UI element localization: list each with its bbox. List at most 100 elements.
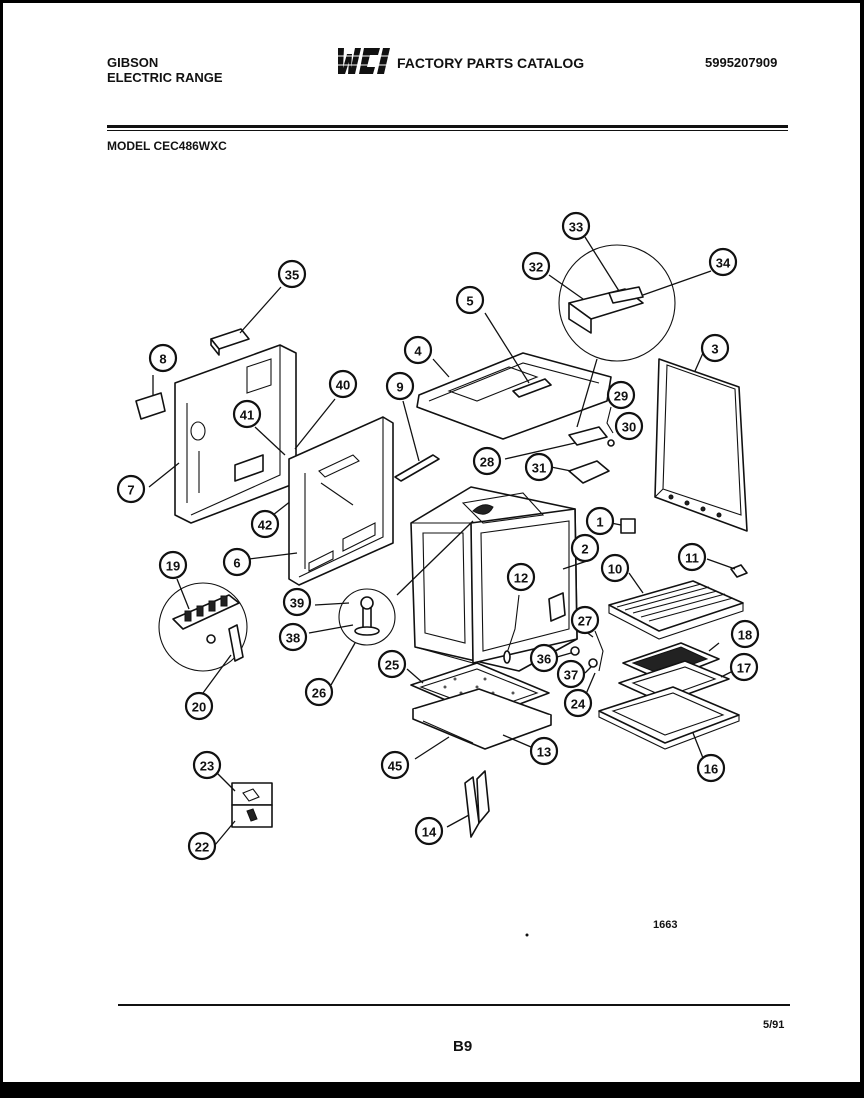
exploded-parts-diagram: 3332343553844092941307283142162111019123… bbox=[116, 211, 760, 937]
callout-label: 11 bbox=[685, 551, 699, 566]
drawing-number: 1663 bbox=[653, 919, 678, 931]
part-30-screw bbox=[607, 439, 615, 447]
callout-label: 25 bbox=[385, 658, 399, 673]
callout-label: 12 bbox=[514, 571, 528, 586]
callout-38: 38 bbox=[278, 622, 308, 652]
callout-label: 24 bbox=[571, 697, 586, 712]
callout-36: 36 bbox=[529, 643, 559, 673]
callout-label: 1 bbox=[596, 515, 603, 530]
callout-circle bbox=[187, 831, 217, 861]
callout-label: 8 bbox=[159, 352, 166, 367]
callout-circle bbox=[282, 587, 312, 617]
callout-37: 37 bbox=[556, 659, 586, 689]
callout-label: 7 bbox=[127, 483, 134, 498]
callout-20: 20 bbox=[184, 691, 214, 721]
callout-circle bbox=[506, 562, 536, 592]
callout-24: 24 bbox=[563, 688, 593, 718]
callout-42: 42 bbox=[250, 509, 280, 539]
callout-circle bbox=[414, 816, 444, 846]
callout-label: 45 bbox=[388, 759, 402, 774]
callout-circle bbox=[696, 753, 726, 783]
callout-label: 2 bbox=[581, 542, 588, 557]
callout-32: 32 bbox=[521, 251, 551, 281]
callout-label: 18 bbox=[738, 628, 752, 643]
part-14-bracket bbox=[446, 770, 490, 838]
callout-29: 29 bbox=[606, 380, 636, 410]
callout-circle bbox=[377, 649, 407, 679]
callout-circle bbox=[380, 750, 410, 780]
callout-circle bbox=[570, 605, 600, 635]
callout-circle bbox=[277, 259, 307, 289]
part-4-cooktop bbox=[416, 352, 612, 440]
callout-circle bbox=[250, 509, 280, 539]
callout-label: 38 bbox=[286, 631, 300, 646]
callout-circle bbox=[148, 343, 178, 373]
callout-label: 39 bbox=[290, 596, 304, 611]
header-rule-thin bbox=[107, 130, 788, 131]
callout-circle bbox=[304, 677, 334, 707]
callout-4: 4 bbox=[403, 335, 433, 365]
callout-label: 34 bbox=[716, 256, 731, 271]
callout-3: 3 bbox=[700, 333, 730, 363]
callout-label: 23 bbox=[200, 759, 214, 774]
callout-circle bbox=[521, 251, 551, 281]
detail-inset-element-terminal bbox=[308, 520, 474, 686]
callout-circle bbox=[158, 550, 188, 580]
callout-circle bbox=[524, 452, 554, 482]
callout-label: 9 bbox=[396, 380, 403, 395]
part-12-sensor bbox=[503, 594, 520, 664]
part-16-door-frame bbox=[598, 686, 740, 764]
callout-label: 17 bbox=[737, 661, 751, 676]
part-1-knob bbox=[610, 518, 636, 534]
callout-28: 28 bbox=[472, 446, 502, 476]
callout-label: 32 bbox=[529, 260, 543, 275]
callout-circle bbox=[700, 333, 730, 363]
callout-23: 23 bbox=[192, 750, 222, 780]
callout-30: 30 bbox=[614, 411, 644, 441]
wci-logo bbox=[336, 48, 392, 74]
callout-circle bbox=[385, 371, 415, 401]
detail-inset-terminal-block bbox=[158, 578, 248, 694]
part-5-element bbox=[484, 312, 552, 398]
callout-label: 5 bbox=[466, 294, 473, 309]
callout-circle bbox=[455, 285, 485, 315]
part-9-strip bbox=[394, 400, 440, 482]
catalog-part-number: 5995207909 bbox=[705, 55, 778, 70]
callout-10: 10 bbox=[600, 553, 630, 583]
callout-circle bbox=[570, 533, 600, 563]
page-code: B9 bbox=[453, 1038, 473, 1055]
callout-34: 34 bbox=[708, 247, 738, 277]
callout-circle bbox=[600, 553, 630, 583]
callout-label: 27 bbox=[578, 614, 592, 629]
callout-31: 31 bbox=[524, 452, 554, 482]
part-6-inner-panel bbox=[248, 416, 394, 586]
callout-circle bbox=[585, 506, 615, 536]
callout-25: 25 bbox=[377, 649, 407, 679]
callout-1: 1 bbox=[585, 506, 615, 536]
part-13-drawer bbox=[412, 688, 552, 750]
part-11-foot bbox=[706, 558, 748, 578]
callout-circle bbox=[116, 474, 146, 504]
part-10-oven-rack bbox=[608, 572, 744, 640]
callout-16: 16 bbox=[696, 753, 726, 783]
callout-label: 14 bbox=[422, 825, 437, 840]
callout-circle bbox=[328, 369, 358, 399]
callout-label: 29 bbox=[614, 389, 628, 404]
callout-circle bbox=[677, 542, 707, 572]
callout-label: 6 bbox=[233, 556, 240, 571]
part-7-rear-panel bbox=[148, 344, 297, 524]
callout-45: 45 bbox=[380, 750, 410, 780]
revision-date: 5/91 bbox=[763, 1019, 785, 1031]
callout-circle bbox=[192, 750, 222, 780]
callout-label: 20 bbox=[192, 700, 206, 715]
callout-label: 42 bbox=[258, 518, 272, 533]
callout-circle bbox=[222, 547, 252, 577]
callout-5: 5 bbox=[455, 285, 485, 315]
header-rule bbox=[107, 125, 788, 128]
callout-22: 22 bbox=[187, 831, 217, 861]
callout-14: 14 bbox=[414, 816, 444, 846]
callout-11: 11 bbox=[677, 542, 707, 572]
callout-8: 8 bbox=[148, 343, 178, 373]
part-2-bracket bbox=[548, 592, 566, 622]
callout-circle bbox=[614, 411, 644, 441]
